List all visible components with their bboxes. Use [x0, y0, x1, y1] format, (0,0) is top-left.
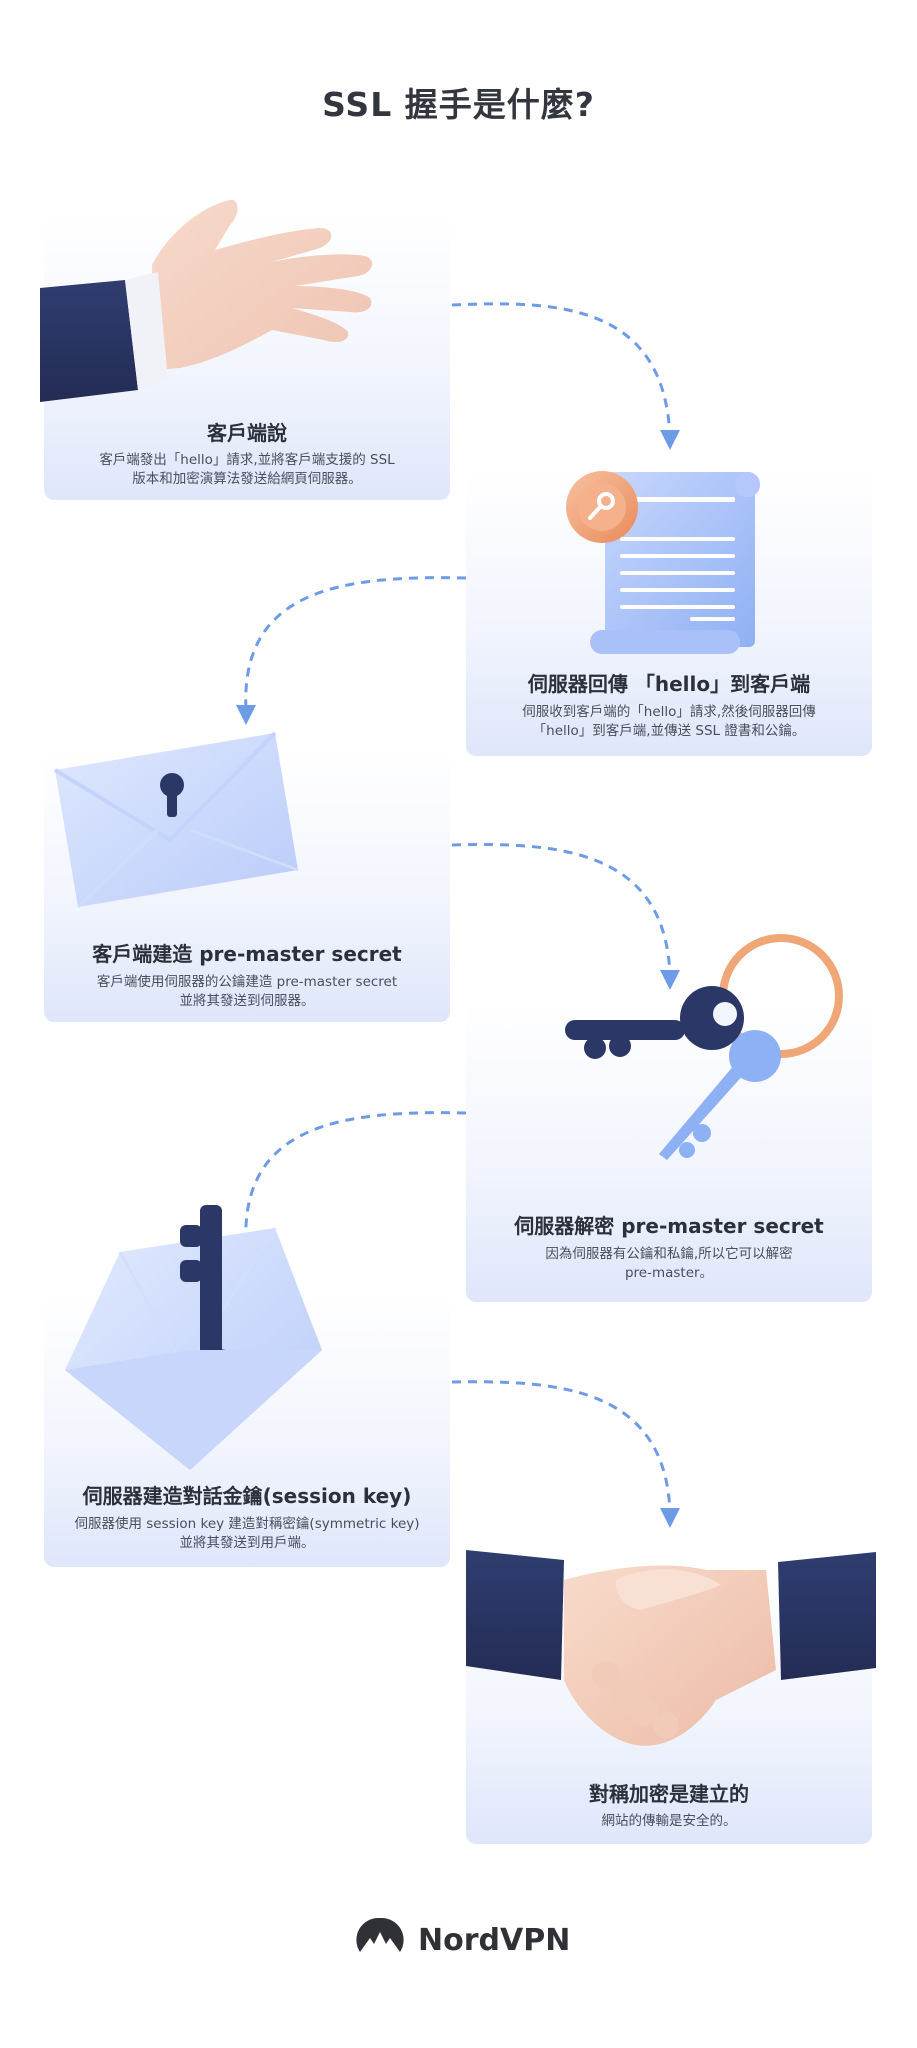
- nordvpn-mountain-logo-icon: [356, 1917, 404, 1952]
- step-title: 伺服器解密 pre-master secret: [514, 1214, 824, 1238]
- step-title: 客戶端建造 pre-master secret: [92, 942, 402, 966]
- step-description-line1: 伺服器使用 session key 建造對稱密鑰(symmetric key): [74, 1516, 420, 1532]
- step-description-line2: 「hello」到客戶端,並傳送 SSL 證書和公鑰。: [532, 723, 806, 739]
- key-in-envelope-icon: [65, 1205, 322, 1470]
- step-description-line1: 伺服收到客戶端的「hello」請求,然後伺服器回傳: [522, 704, 816, 720]
- step-description-line1: 客戶端發出「hello」請求,並將客戶端支援的 SSL: [99, 452, 395, 468]
- keys-icon: [565, 934, 843, 1160]
- step-description-line2: pre-master。: [624, 1265, 714, 1281]
- handshake-icon: [466, 1550, 876, 1746]
- step-description-line2: 並將其發送到伺服器。: [179, 993, 315, 1009]
- locked-envelope-icon: [53, 731, 299, 909]
- step-title: 客戶端說: [207, 421, 287, 445]
- step-title: 伺服器回傳 「hello」到客戶端: [527, 672, 811, 696]
- step-description-line1: 客戶端使用伺服器的公鑰建造 pre-master secret: [96, 974, 398, 990]
- step-title: 伺服器建造對話金鑰(session key): [82, 1484, 412, 1508]
- nordvpn-brand: NordVPN: [356, 1916, 570, 1964]
- brand-name: NordVPN: [418, 1922, 571, 1958]
- ssl-certificate-icon: [566, 471, 760, 654]
- step-description-line2: 版本和加密演算法發送給網頁伺服器。: [132, 471, 362, 487]
- waving-hand-icon: [40, 199, 373, 402]
- step-title: 對稱加密是建立的: [589, 1782, 749, 1806]
- page-title: SSL 握手是什麼?: [322, 85, 595, 124]
- step-description-line1: 因為伺服器有公鑰和私鑰,所以它可以解密: [545, 1246, 793, 1262]
- step-description-line1: 網站的傳輸是安全的。: [601, 1813, 737, 1829]
- step-description-line2: 並將其發送到用戶端。: [179, 1535, 315, 1551]
